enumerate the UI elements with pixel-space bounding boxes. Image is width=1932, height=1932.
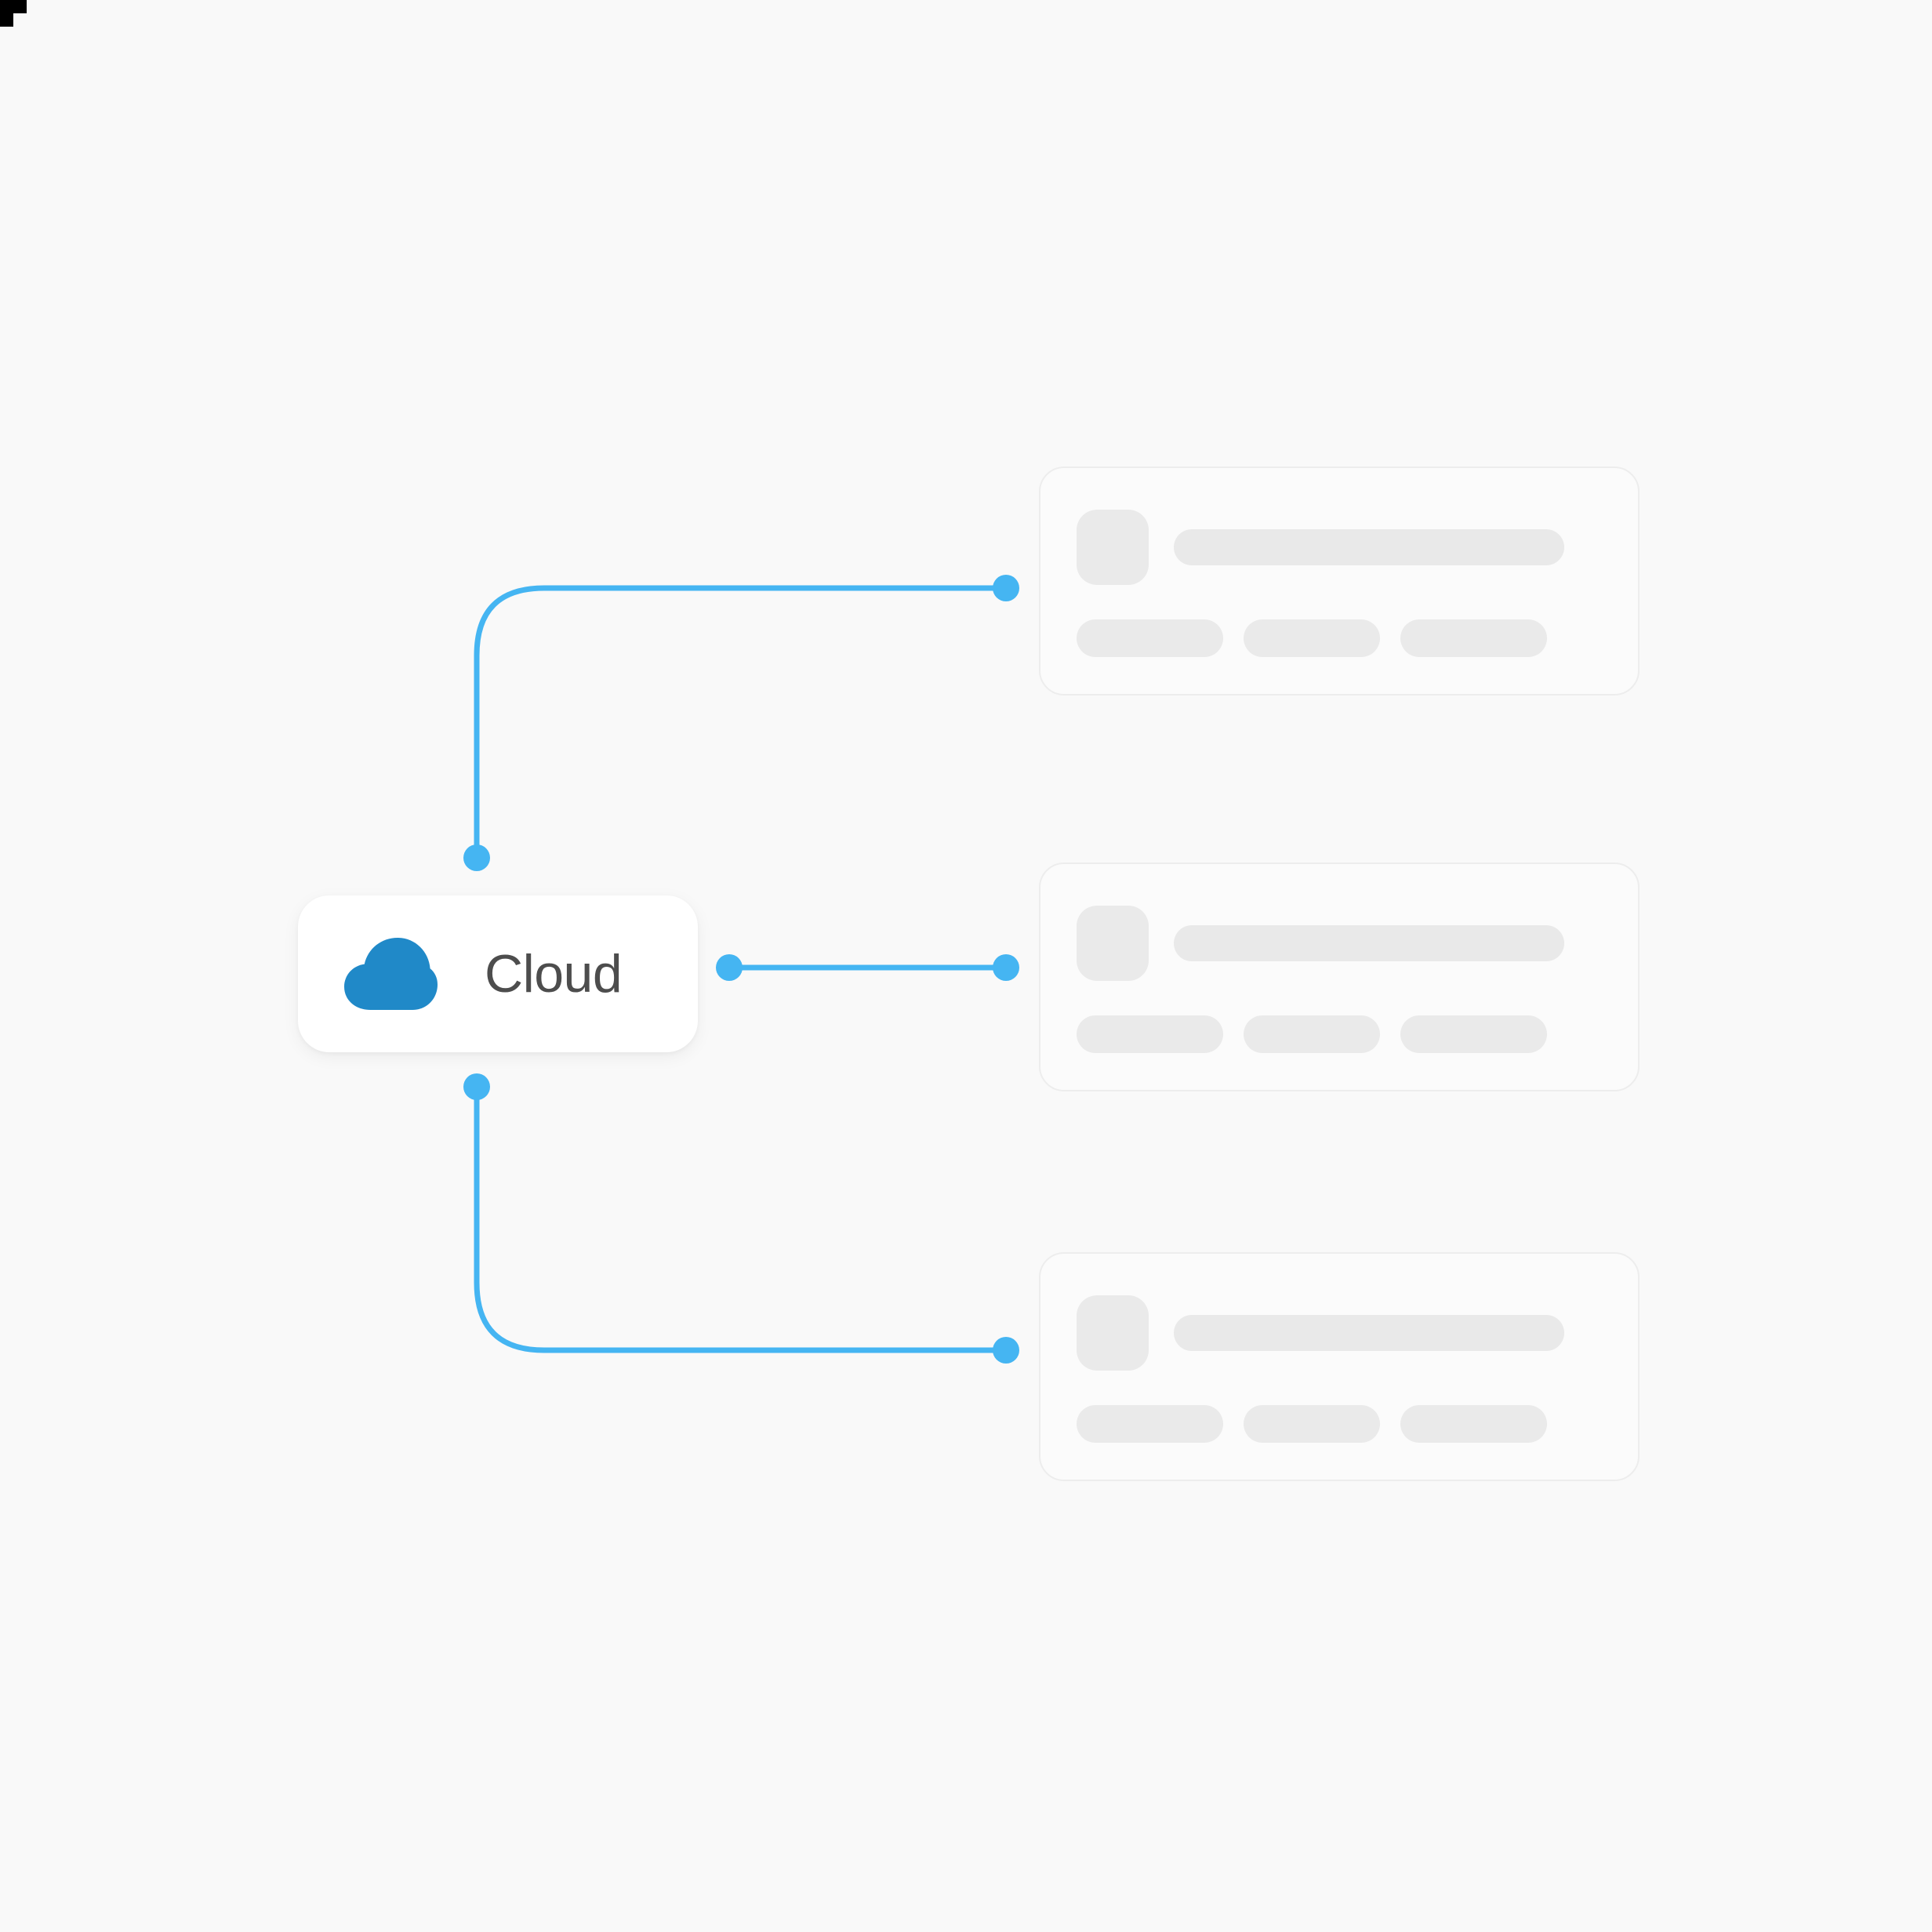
placeholder-chip-1	[1077, 1405, 1223, 1443]
placeholder-chip-2	[1244, 1405, 1380, 1443]
placeholder-chip-3	[1400, 1015, 1547, 1053]
cloud-node-label: Cloud	[485, 944, 623, 1004]
corner-mark-segment-bottom	[0, 13, 13, 27]
placeholder-chip-3	[1400, 619, 1547, 657]
placeholder-chip-row	[1077, 1015, 1547, 1053]
card-header-row	[1077, 1295, 1564, 1371]
connector-dot-target-card-3[interactable]	[993, 1337, 1019, 1364]
cloud-icon	[344, 938, 438, 1010]
cloud-source-node[interactable]: Cloud	[298, 895, 698, 1052]
skeleton-card-3[interactable]	[1039, 1252, 1640, 1481]
card-header-row	[1077, 510, 1564, 585]
placeholder-title-bar	[1174, 1315, 1564, 1351]
placeholder-chip-row	[1077, 619, 1547, 657]
placeholder-chip-1	[1077, 1015, 1223, 1053]
placeholder-chip-3	[1400, 1405, 1547, 1443]
connector-path-to-card-3	[474, 1088, 1006, 1353]
corner-registration-mark	[0, 0, 27, 27]
placeholder-chip-row	[1077, 1405, 1547, 1443]
connector-dot-target-card-2[interactable]	[993, 954, 1019, 981]
skeleton-card-2[interactable]	[1039, 862, 1640, 1091]
connector-dot-source-top[interactable]	[463, 844, 490, 871]
connector-dot-source-bottom[interactable]	[463, 1073, 490, 1100]
corner-mark-segment-top	[0, 0, 27, 13]
connector-dot-source-middle[interactable]	[716, 954, 743, 981]
placeholder-avatar-block	[1077, 906, 1149, 981]
placeholder-avatar-block	[1077, 1295, 1149, 1371]
skeleton-card-1[interactable]	[1039, 467, 1640, 695]
placeholder-avatar-block	[1077, 510, 1149, 585]
placeholder-chip-2	[1244, 619, 1380, 657]
connector-dot-target-card-1[interactable]	[993, 575, 1019, 601]
placeholder-chip-2	[1244, 1015, 1380, 1053]
placeholder-chip-1	[1077, 619, 1223, 657]
card-header-row	[1077, 906, 1564, 981]
placeholder-title-bar	[1174, 925, 1564, 961]
connector-path-to-card-1	[474, 585, 1006, 856]
placeholder-title-bar	[1174, 529, 1564, 565]
